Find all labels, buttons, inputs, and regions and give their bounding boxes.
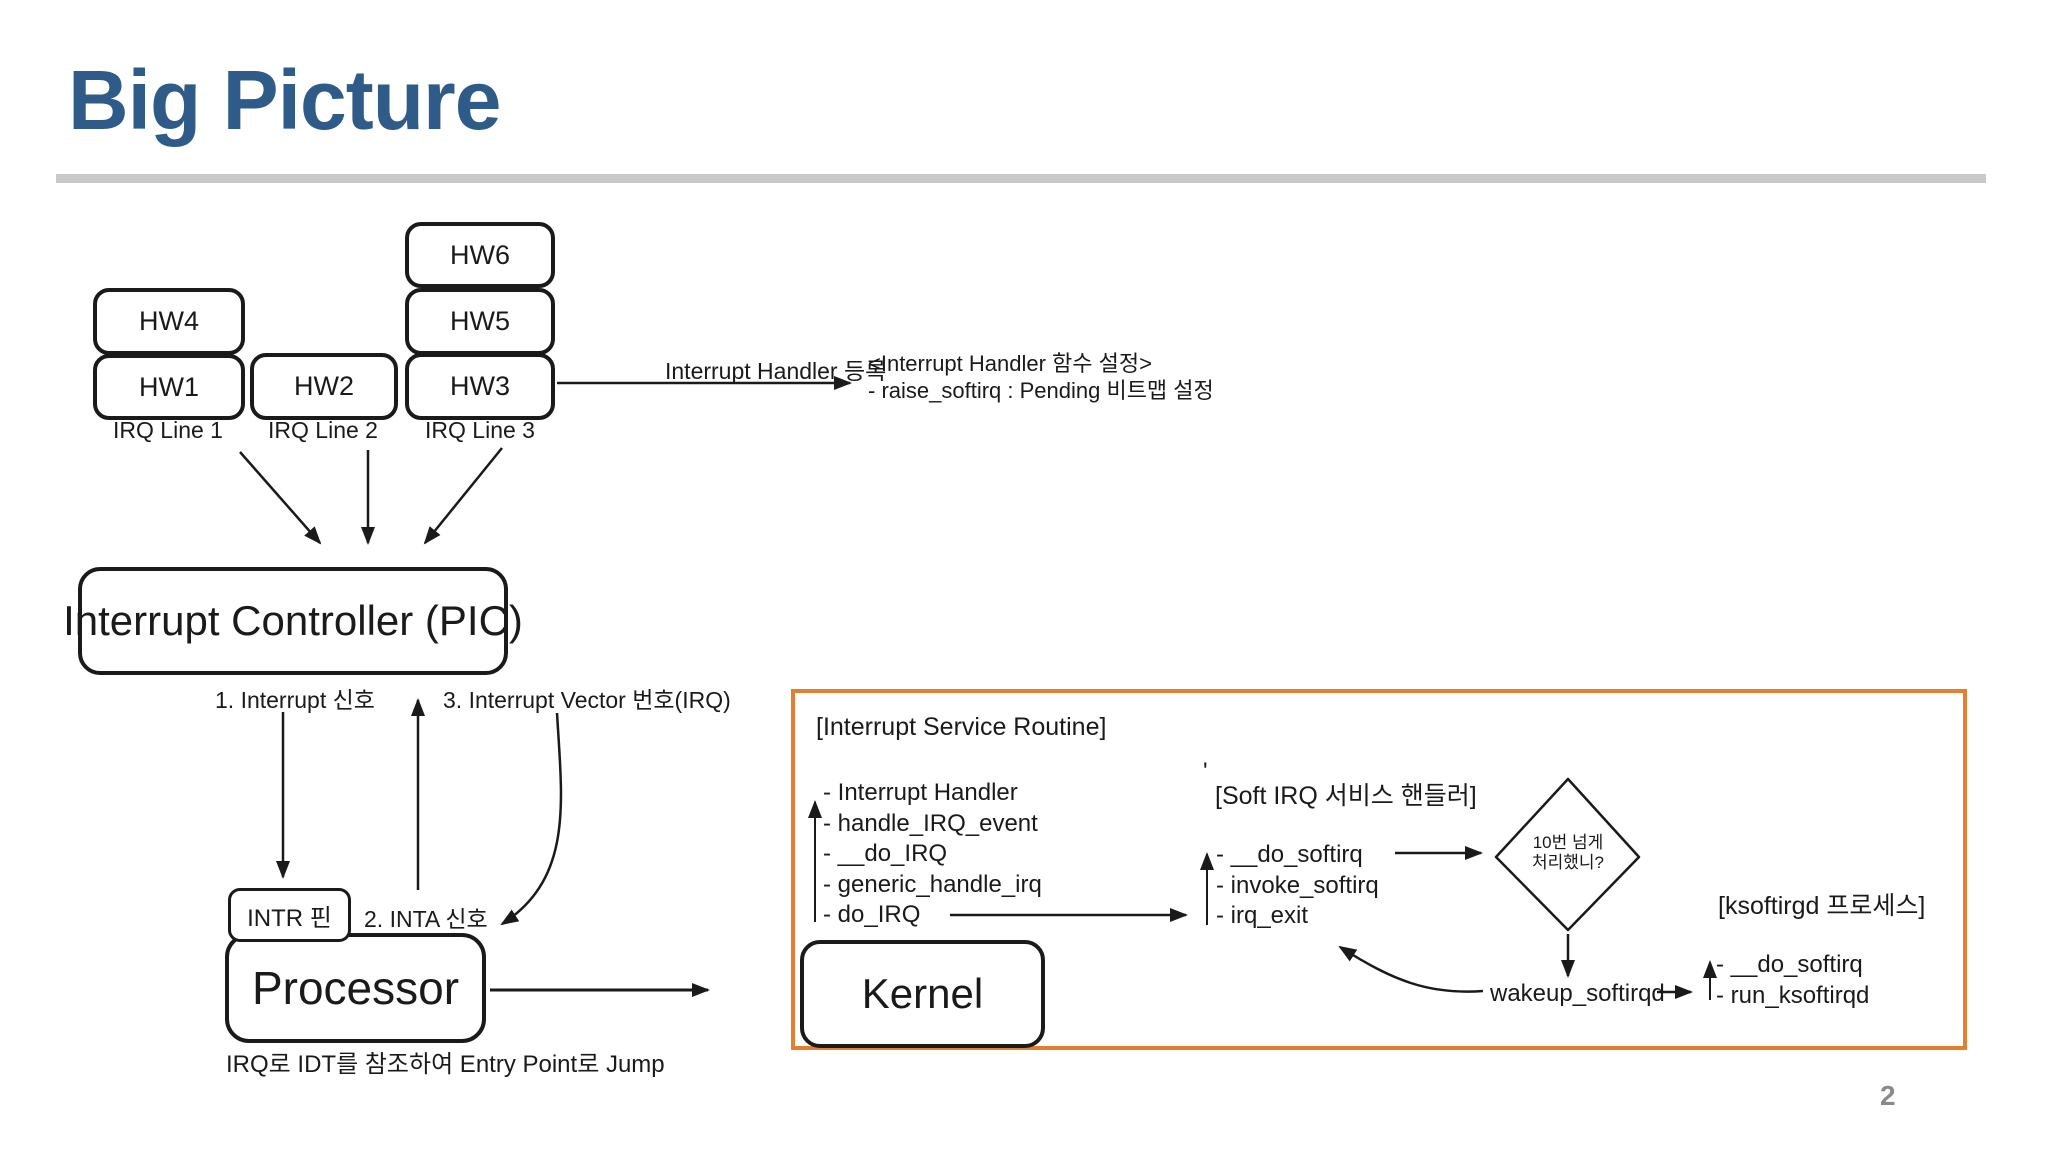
isr-item: - generic_handle_irq	[823, 870, 1042, 898]
irq-line-3-label: IRQ Line 3	[425, 417, 535, 443]
decision-diamond-text: 10번 넘게 처리했니?	[1496, 833, 1640, 873]
isr-item: - do_IRQ	[823, 901, 921, 928]
ksoftirqd-item: - __do_softirq	[1716, 951, 1863, 978]
hw3-box: HW3	[405, 353, 555, 420]
processor-caption: IRQ로 IDT를 참조하여 Entry Point로 Jump	[226, 1051, 665, 1078]
stray-tick: '	[1203, 758, 1208, 785]
hw4-box: HW4	[93, 288, 245, 355]
isr-title: [Interrupt Service Routine]	[816, 713, 1107, 741]
wakeup-softirqd-label: wakeup_softirqd	[1490, 980, 1665, 1007]
kernel-region-frame	[791, 689, 1967, 1050]
arrow-irqline3-to-pic	[423, 447, 503, 545]
title-divider	[56, 174, 1986, 183]
decision-line2: 처리했니?	[1531, 853, 1604, 872]
softirq-item: - irq_exit	[1216, 902, 1309, 929]
softirq-item: - invoke_softirq	[1216, 871, 1379, 899]
register-note-line1: <Interrupt Handler 함수 설정>	[868, 351, 1152, 376]
ksoftirqd-title: [ksoftirgd 프로세스]	[1718, 892, 1926, 920]
kernel-box: Kernel	[800, 940, 1045, 1048]
isr-item: - Interrupt Handler	[823, 779, 1018, 806]
page-number: 2	[1880, 1080, 1896, 1111]
signal-2-label: 2. INTA 신호	[364, 906, 488, 932]
interrupt-controller-box: Interrupt Controller (PIC)	[63, 567, 523, 675]
ksoftirqd-item: - run_ksoftirqd	[1716, 981, 1870, 1009]
irq-line-1-label: IRQ Line 1	[113, 417, 223, 443]
softirq-item: - __do_softirq	[1216, 841, 1363, 868]
hw1-box: HW1	[93, 354, 245, 420]
page-title: Big Picture	[68, 53, 501, 147]
register-arrow-label: Interrupt Handler 등록	[665, 358, 887, 384]
arrow-irqline1-to-pic	[239, 451, 322, 545]
processor-box: Processor	[225, 933, 486, 1043]
signal-3-label: 3. Interrupt Vector 번호(IRQ)	[443, 687, 731, 713]
softirq-list: - __do_softirq - invoke_softirq - irq_ex…	[1216, 840, 1379, 932]
softirq-title: [Soft IRQ 서비스 핸들러]	[1215, 782, 1477, 810]
isr-item: - __do_IRQ	[823, 840, 948, 867]
isr-list: - Interrupt Handler - handle_IRQ_event -…	[823, 778, 1042, 931]
hw5-box: HW5	[405, 288, 555, 355]
signal-1-label: 1. Interrupt 신호	[215, 687, 375, 713]
decision-line1: 10번 넘게	[1532, 833, 1604, 852]
irq-line-2-label: IRQ Line 2	[268, 417, 378, 443]
register-note: <Interrupt Handler 함수 설정> - raise_softir…	[868, 350, 1214, 404]
register-note-line2: - raise_softirq : Pending 비트맵 설정	[868, 378, 1214, 403]
arrow-wakeup-to-irqexit-curve	[1338, 945, 1484, 993]
ksoftirqd-list: - __do_softirq - run_ksoftirqd	[1716, 950, 1869, 1011]
intr-pin-box: INTR 핀	[228, 888, 351, 942]
decision-diamond	[1494, 777, 1641, 932]
hw6-box: HW6	[405, 222, 555, 288]
isr-item: - handle_IRQ_event	[823, 809, 1038, 837]
arrow-vector-curve	[500, 712, 563, 926]
hw2-box: HW2	[250, 353, 398, 420]
